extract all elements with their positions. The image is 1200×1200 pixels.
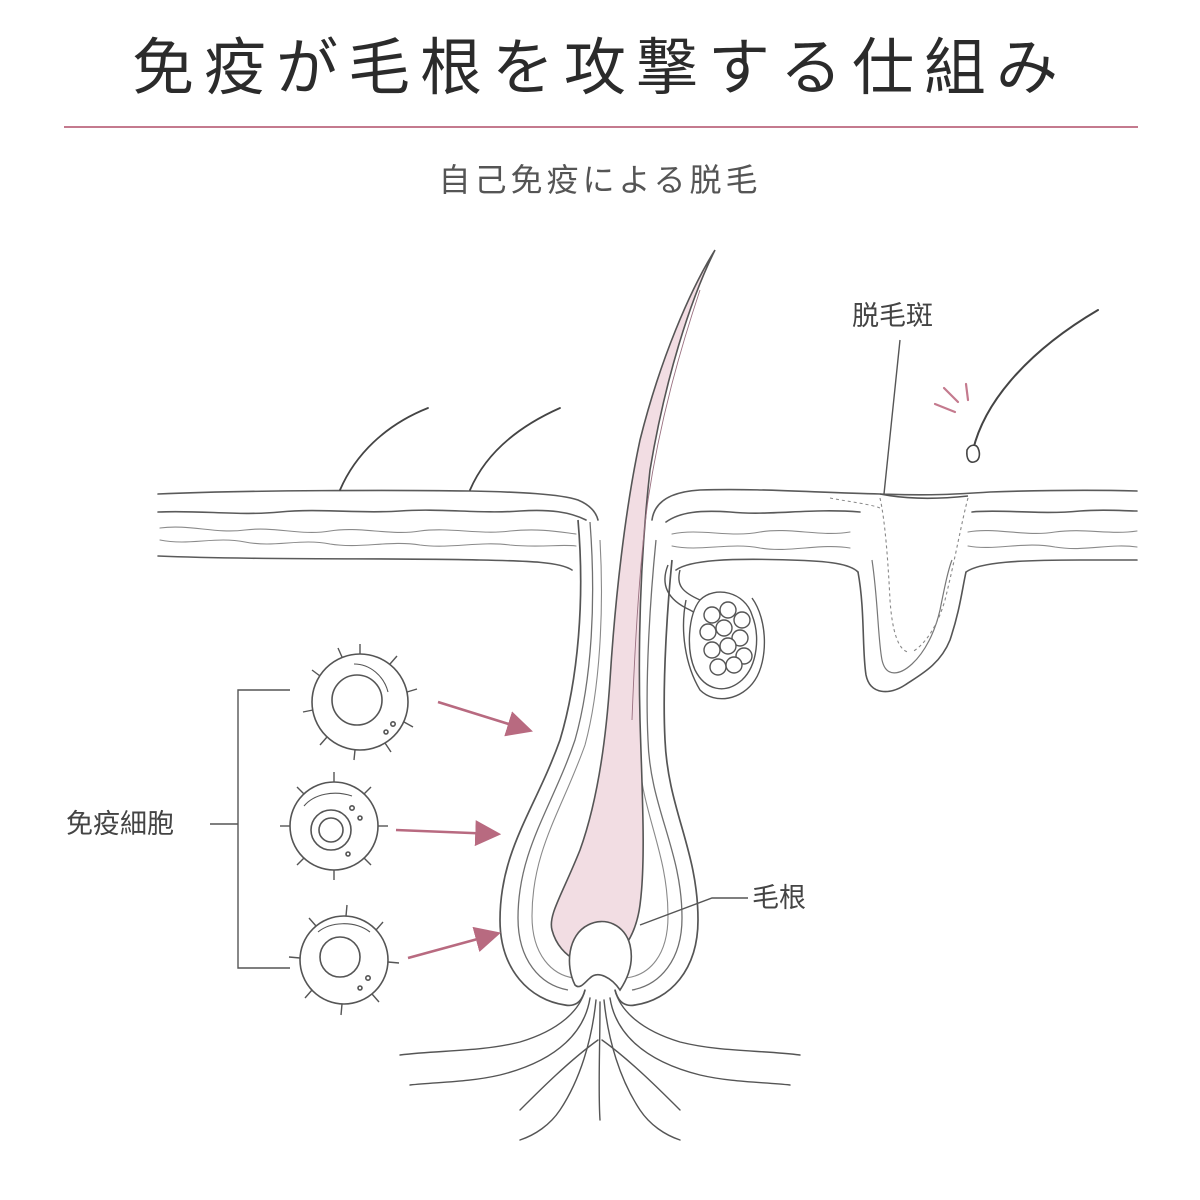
sebaceous-gland	[664, 564, 766, 700]
dermis-wave-2	[159, 539, 577, 547]
alert-marks	[933, 382, 970, 414]
hair-shaft-highlight	[631, 289, 701, 721]
falling-hair	[966, 309, 1099, 463]
small-hair-1	[339, 407, 429, 491]
skin-layers	[157, 488, 1138, 573]
small-hairs	[339, 407, 561, 491]
immune-cell-3	[288, 904, 400, 1016]
dermis-wave-4	[671, 544, 1138, 550]
skin-surface-line	[157, 489, 599, 521]
title-divider	[64, 126, 1138, 128]
dermis-wave-3	[671, 530, 1138, 535]
shrunken-follicle-inner	[871, 559, 953, 674]
root-fibers	[399, 989, 801, 1141]
immune-cells-label: 免疫細胞	[66, 809, 174, 840]
gland-duct-2	[678, 569, 701, 601]
shrunken-follicle-core	[879, 497, 909, 653]
small-hair-2	[469, 407, 561, 491]
immune-cell-2	[280, 772, 388, 880]
bald-patch-dip	[879, 493, 969, 499]
arrow-2	[395, 820, 502, 847]
epidermis-edge	[157, 509, 587, 521]
shrunken-follicle-outer	[857, 571, 967, 693]
bald-patch-follicle	[829, 493, 969, 693]
inner-root-sheath	[517, 521, 683, 991]
hair-root-label: 毛根	[752, 883, 806, 914]
falling-hair-shaft	[972, 309, 1099, 451]
arrow-3	[407, 926, 502, 960]
arrow-1	[437, 700, 533, 737]
bald-patch-label: 脱毛斑	[852, 301, 933, 332]
attack-arrows	[395, 700, 533, 960]
dermis-wave-1	[159, 526, 577, 535]
skin-surface-line-right	[651, 488, 1138, 521]
page-subtitle: 自己免疫による脱毛	[438, 161, 762, 199]
page-title: 免疫が毛根を攻撃する仕組み	[131, 31, 1068, 104]
dermis-lower-edge	[157, 555, 573, 571]
immune-cell-1	[302, 644, 418, 761]
dermis-lower-edge-right	[675, 558, 1138, 573]
bald-patch-leader	[883, 339, 901, 495]
dermal-papilla	[568, 920, 633, 992]
shrunken-follicle-core-2	[911, 497, 969, 653]
outer-root-sheath	[499, 519, 699, 1007]
immune-cells-bracket	[210, 689, 290, 969]
bald-patch-top	[829, 497, 881, 509]
gland-outer	[682, 597, 766, 700]
hair-root-leader	[639, 897, 748, 926]
epidermis-edge-right	[665, 509, 1138, 523]
falling-hair-bulb	[966, 444, 981, 463]
